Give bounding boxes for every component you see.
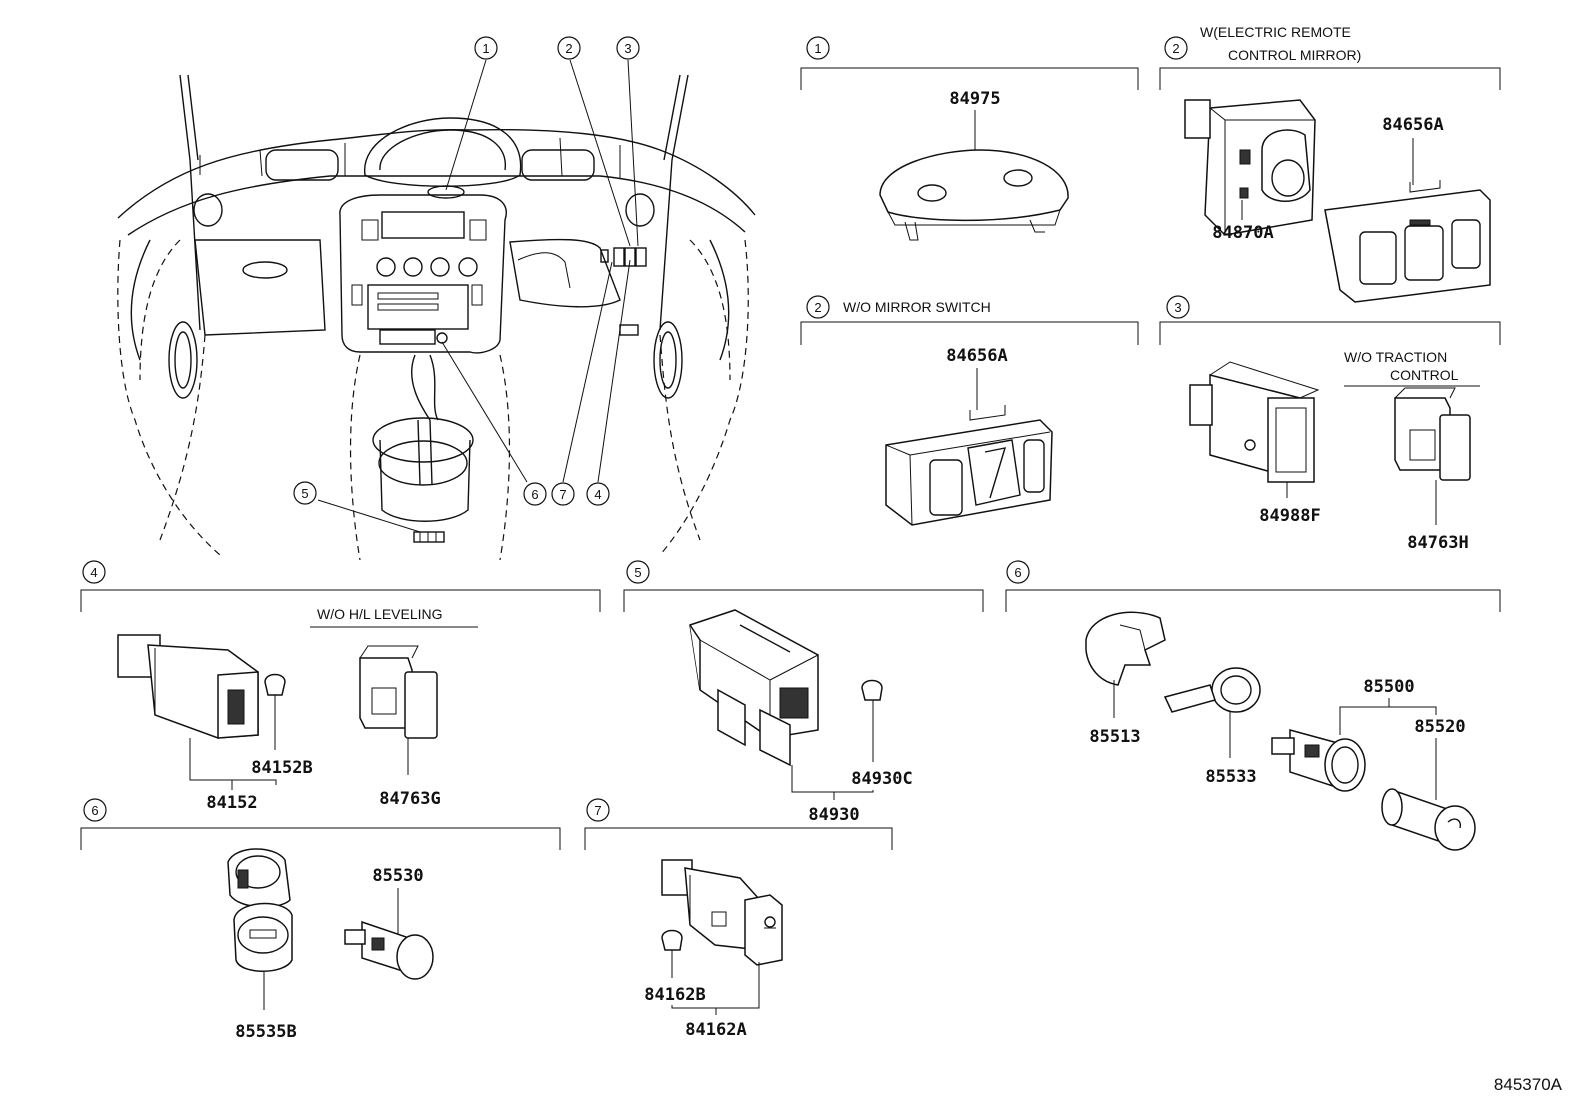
note-control: CONTROL: [1390, 367, 1459, 383]
section-4: 4 W/O H/L LEVELING 84152B 84152 84763G: [80, 560, 601, 813]
svg-text:4: 4: [90, 565, 97, 580]
rear-defog-switch-part: [689, 609, 819, 767]
svg-text:5: 5: [634, 565, 641, 580]
part-85500[interactable]: 85500: [1363, 677, 1414, 697]
overview-callout-6: 6: [523, 482, 547, 506]
svg-text:7: 7: [594, 803, 601, 818]
part-84870A[interactable]: 84870A: [1212, 223, 1273, 243]
part-84152B[interactable]: 84152B: [251, 758, 312, 778]
leveling-switch-part: [117, 634, 259, 739]
blank-cover-part-g: [359, 645, 438, 739]
section-2-no-mirror: 2 W/O MIRROR SWITCH 84656A: [800, 295, 1139, 526]
fog-switch-part: [661, 859, 783, 966]
dashboard-overview: [117, 59, 756, 561]
svg-text:1: 1: [814, 41, 821, 56]
svg-text:3: 3: [1174, 300, 1181, 315]
blank-cover-part-h: [1394, 387, 1471, 481]
overview-callout-7: 7: [551, 482, 575, 506]
part-84975[interactable]: 84975: [949, 89, 1000, 109]
part-84988F[interactable]: 84988F: [1259, 506, 1320, 526]
svg-text:2: 2: [565, 41, 572, 56]
outlet-cap-part: [227, 848, 293, 972]
lighter-socket-part: [1271, 729, 1366, 792]
overview-callout-2: 2: [557, 36, 581, 60]
traction-switch-part: [1189, 361, 1320, 483]
section-7: 7 84162B 84162A: [584, 798, 893, 1040]
part-84930C[interactable]: 84930C: [851, 769, 912, 789]
trim-plate-part: [879, 149, 1069, 241]
bezel-part-mirror: [1324, 180, 1491, 303]
note-no-mirror-switch: W/O MIRROR SWITCH: [843, 299, 991, 315]
overview-callout-1: 1: [474, 36, 498, 60]
retainer-part: [1163, 667, 1261, 713]
mirror-switch-part: [1184, 99, 1316, 236]
overview-callout-5: 5: [293, 481, 317, 505]
part-84656A-mirror[interactable]: 84656A: [1382, 115, 1443, 135]
svg-text:2: 2: [814, 300, 821, 315]
svg-text:7: 7: [559, 487, 566, 502]
bezel-part: [885, 405, 1053, 526]
note-electric-remote: W(ELECTRIC REMOTE: [1200, 24, 1351, 40]
note-no-hl-leveling: W/O H/L LEVELING: [317, 606, 443, 622]
note-control-mirror: CONTROL MIRROR): [1228, 47, 1361, 63]
part-85530[interactable]: 85530: [372, 866, 423, 886]
part-84152[interactable]: 84152: [206, 793, 257, 813]
svg-text:5: 5: [301, 486, 308, 501]
section-1: 1 84975: [800, 36, 1139, 241]
part-84162A[interactable]: 84162A: [685, 1020, 746, 1040]
svg-text:1: 1: [482, 41, 489, 56]
part-84930[interactable]: 84930: [808, 805, 859, 825]
part-85520[interactable]: 85520: [1414, 717, 1465, 737]
section-6-lighter: 6 85513 85533 85500 8: [1005, 560, 1501, 851]
svg-text:2: 2: [1172, 41, 1179, 56]
section-2-electric-mirror: 2 W(ELECTRIC REMOTE CONTROL MIRROR) 8465…: [1159, 24, 1501, 303]
section-3: 3 W/O TRACTION CONTROL 84988F 84763H: [1159, 295, 1501, 553]
diagram-code: 845370A: [1494, 1075, 1563, 1094]
part-84763H[interactable]: 84763H: [1407, 533, 1468, 553]
outlet-part: [344, 920, 434, 980]
socket-ring-part: [1085, 611, 1166, 686]
svg-text:6: 6: [91, 803, 98, 818]
section-6-power-outlet: 6 85535B 85530: [80, 798, 561, 1042]
svg-text:4: 4: [594, 487, 601, 502]
svg-text:3: 3: [624, 41, 631, 56]
part-84162B[interactable]: 84162B: [644, 985, 705, 1005]
svg-text:6: 6: [1014, 565, 1021, 580]
part-85513[interactable]: 85513: [1089, 727, 1140, 747]
part-84763G[interactable]: 84763G: [379, 789, 440, 809]
part-84656A[interactable]: 84656A: [946, 346, 1007, 366]
lighter-plug-part: [1381, 788, 1476, 851]
part-85533[interactable]: 85533: [1205, 767, 1256, 787]
part-85535B[interactable]: 85535B: [235, 1022, 296, 1042]
svg-text:6: 6: [531, 487, 538, 502]
section-5: 5 84930C 84930: [623, 560, 984, 825]
overview-callout-3: 3: [616, 36, 640, 60]
note-no-traction: W/O TRACTION: [1344, 349, 1447, 365]
overview-callout-4: 4: [586, 482, 610, 506]
